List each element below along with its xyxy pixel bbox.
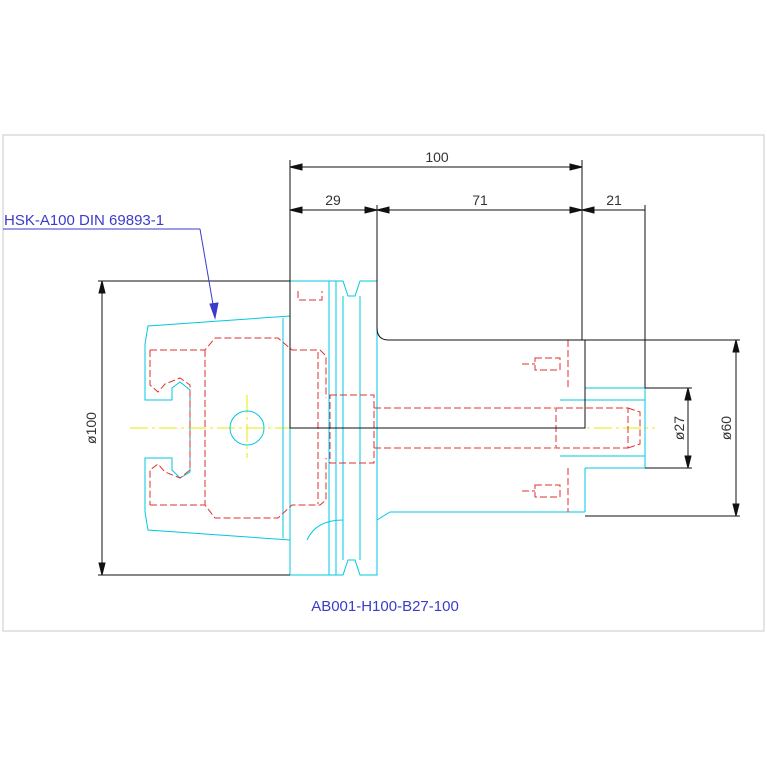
drawing-frame <box>2 134 765 632</box>
dimension-lines <box>98 163 740 576</box>
hidden-lines <box>149 291 641 519</box>
dim-body-length: 71 <box>472 192 488 208</box>
part-number-title: AB001-H100-B27-100 <box>311 598 459 615</box>
dim-overall-length: 100 <box>425 149 449 165</box>
dim-nose-length: 21 <box>606 192 622 208</box>
body-outline <box>560 340 646 512</box>
dim-flange-length: 29 <box>325 192 341 208</box>
dim-body-diameter: ø60 <box>718 416 734 440</box>
standard-leader <box>3 228 219 320</box>
dim-shank-diameter: ø100 <box>83 412 99 444</box>
extension-lines <box>98 160 740 576</box>
main-outline <box>289 281 586 429</box>
dim-bore-diameter: ø27 <box>671 416 687 440</box>
center-line <box>130 395 655 458</box>
standard-label: HSK-A100 DIN 69893-1 <box>4 212 164 229</box>
